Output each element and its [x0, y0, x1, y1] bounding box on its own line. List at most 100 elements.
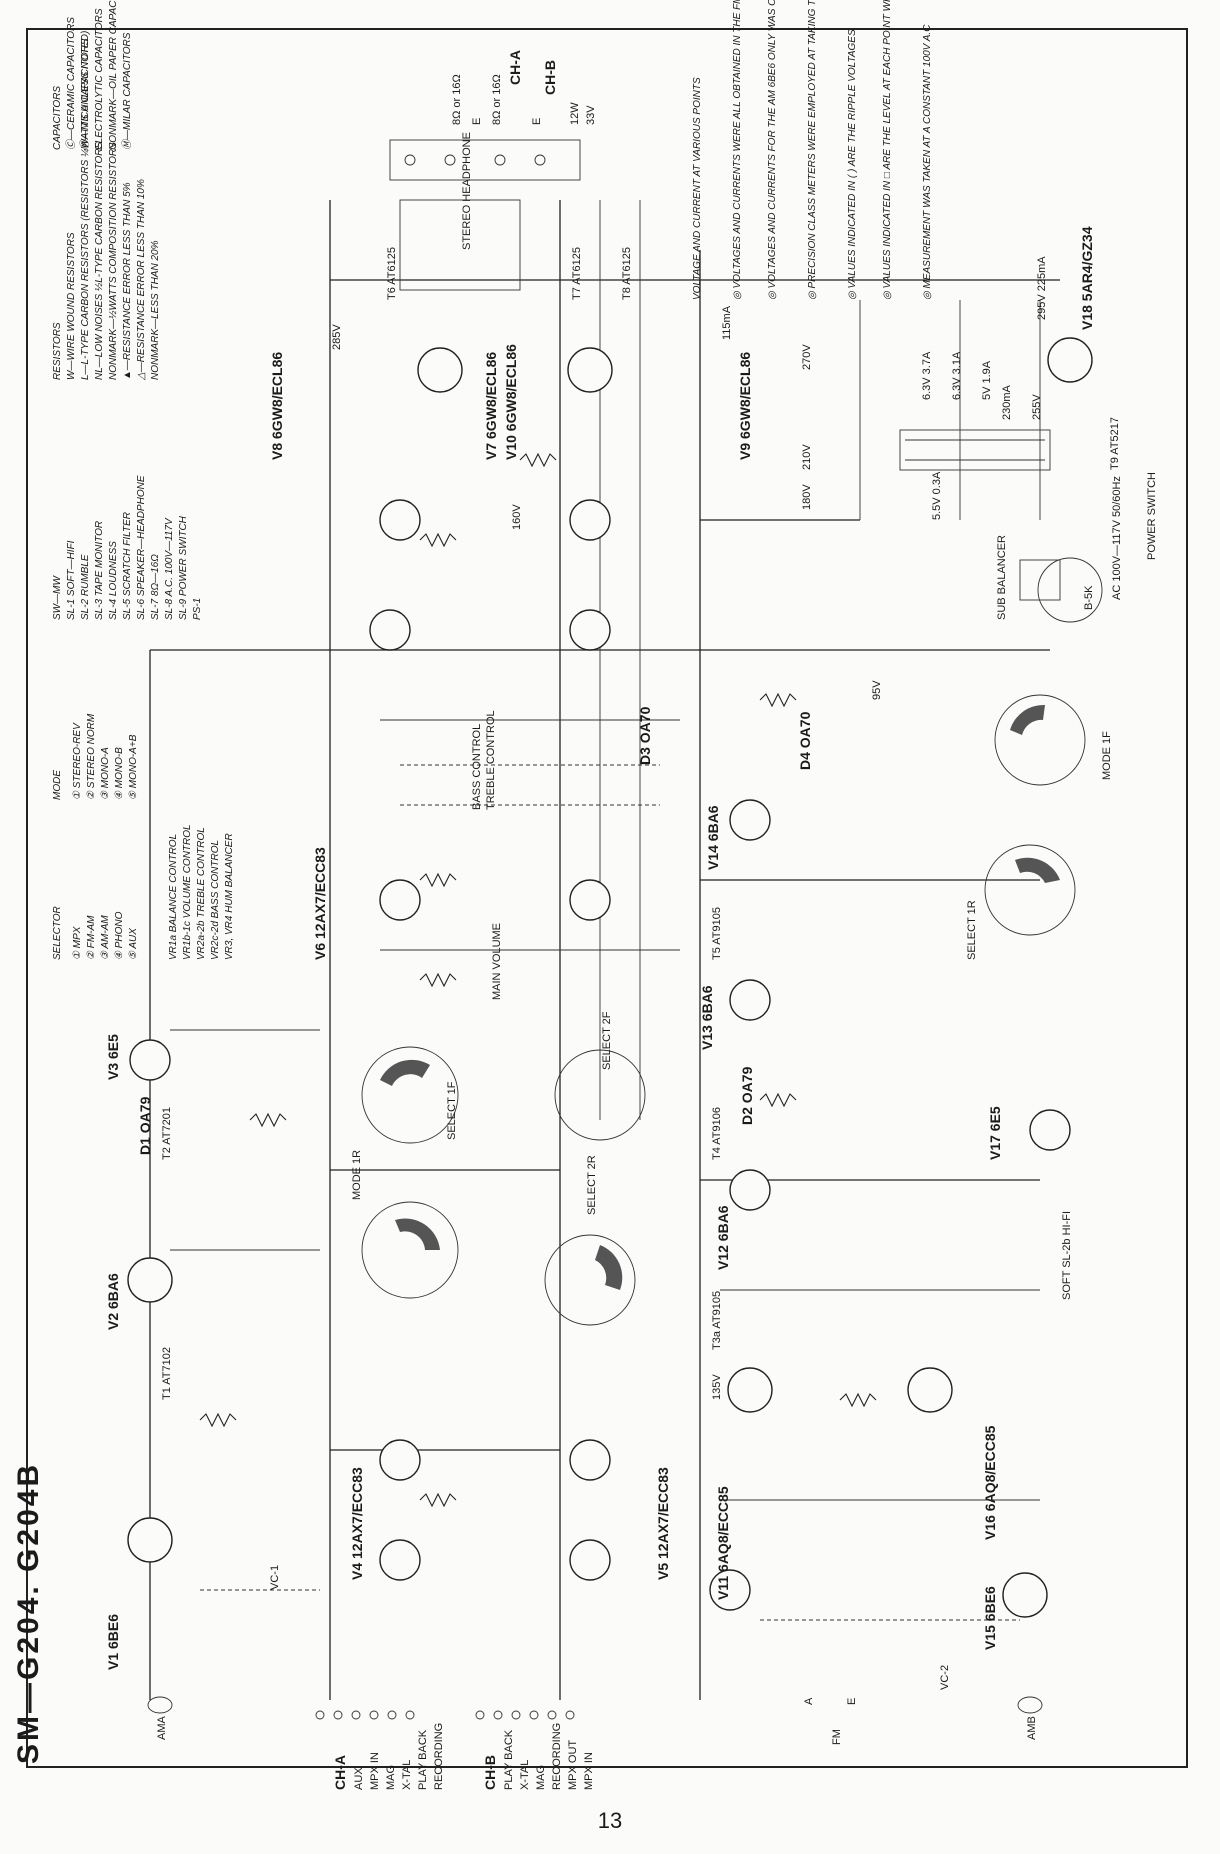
tube-v7b [569, 609, 611, 651]
tube-v4b [379, 1539, 421, 1581]
transformer-t4: T4 AT9106 [711, 1107, 723, 1160]
output-term-3: 8Ω or 16Ω [491, 74, 503, 125]
label-v5: V5 12AX7/ECC83 [655, 1467, 671, 1580]
label-d4: D4 OA70 [797, 711, 813, 770]
legend-cap-6: Ⓜ—MILAR CAPACITORS [121, 32, 133, 150]
page-number: 13 [597, 1808, 623, 1833]
legend-sw-9: SL-8 A.C. 100V—117V [164, 517, 175, 620]
bus-wires [149, 200, 1060, 1700]
schematic-frame [26, 28, 1188, 1768]
tube-v7a [369, 609, 411, 651]
output-ch-b: CH-B [542, 60, 558, 95]
legend-cap-2: Ⓒ—CERAMIC CAPACITORS [65, 17, 77, 150]
legend-cap-3: Ⓜ—MICA CAPACITORS [79, 38, 91, 150]
transformer-t9: T9 AT5217 [1109, 417, 1121, 470]
control-main-volume: MAIN VOLUME [491, 923, 503, 1000]
output-terminal-block [389, 139, 581, 291]
legend-sw-5: SL-4 LOUDNESS [108, 541, 119, 620]
legend-selector-title: SELECTOR [52, 906, 63, 960]
switch-select-2f: SELECT 2F [601, 1011, 613, 1070]
legend-mode-3: ③ MONO-A [100, 747, 111, 800]
legend-sw-11: PS-1 [192, 598, 203, 620]
tube-v11 [727, 1367, 773, 1413]
switch-select-1f: SELECT 1F [446, 1081, 458, 1140]
antenna-ama: AMA [156, 1716, 168, 1741]
legend-sw-7: SL-6 SPEAKER—HEADPHONE [136, 475, 147, 620]
tube-v18 [1047, 337, 1093, 383]
note-3: ◎ VOLTAGES AND CURRENTS FOR THE AM 6BE6 … [767, 0, 778, 300]
power-voltage-6: 135V [711, 1374, 723, 1400]
transformer-t1: T1 AT7102 [161, 1347, 173, 1400]
legend-selector-4: ④ PHONO [114, 911, 125, 960]
switch-sub-balancer: SUB BALANCER [996, 535, 1008, 620]
tube-v16 [907, 1367, 953, 1413]
legend-switch-list: SW—MW SL-1 SOFT—HIFI SL-2 RUMBLE SL-3 TA… [52, 475, 203, 620]
legend-selector-2: ② FM-AM [86, 915, 97, 960]
input-b-mpxout: MPX OUT [567, 1740, 579, 1790]
output-term-1: 8Ω or 16Ω [451, 74, 463, 125]
control-bass: BASS CONTROL [471, 724, 483, 810]
label-v9: V9 6GW8/ECL86 [737, 352, 753, 460]
input-a-xtal: X-TAL [401, 1760, 413, 1790]
measurement-notes: VOLTAGE AND CURRENT AT VARIOUS POINTS ◎ … [692, 0, 933, 300]
legend-mode-title: MODE [52, 770, 63, 800]
tube-v13 [729, 979, 771, 1021]
power-current: 115mA [721, 305, 733, 340]
legend-res-1: RESISTORS [52, 322, 63, 380]
tube-v17 [1029, 1109, 1071, 1151]
legend-res-3: L—L-TYPE CARBON RESISTORS (RESISTORS ¼WA… [79, 31, 91, 380]
tube-v14 [729, 799, 771, 841]
tube-v-rf [709, 1569, 751, 1611]
input-a-mag: MAG [385, 1765, 397, 1790]
label-v15: V15 6BE6 [982, 1586, 998, 1650]
transformer-t3a: T3a AT9105 [711, 1291, 723, 1350]
input-b-xtal: X-TAL [519, 1760, 531, 1790]
note-6: ◎ VALUES INDICATED IN □ ARE THE LEVEL AT… [882, 0, 893, 300]
legend-res-8: NONMARK—LESS THAN 20% [150, 240, 161, 380]
label-v18: V18 5AR4/GZ34 [1079, 226, 1095, 330]
switch-soft-hifi: SOFT SL-2b HI-FI [1061, 1211, 1073, 1300]
control-treble: TREBLE CONTROL [485, 710, 497, 810]
ch-b-input-title: CH-B [482, 1755, 498, 1790]
legend-vr-3: VR2a-2b TREBLE CONTROL [196, 827, 207, 960]
output-power-2: 33V [585, 105, 597, 125]
input-a-recording: RECORDING [433, 1723, 445, 1790]
power-voltage-2: 270V [801, 344, 813, 370]
label-v2: V2 6BA6 [105, 1273, 121, 1330]
heater-3: 5V 1.9A [981, 360, 993, 400]
power-rectifier-out: 295V 225mA [1036, 256, 1048, 320]
legend-resistors: RESISTORS W—WIRE WOUND RESISTORS L—L-TYP… [52, 31, 161, 381]
label-v12: V12 6BA6 [715, 1205, 731, 1270]
resistors [199, 452, 877, 1508]
legend-selector-1: ① MPX [72, 926, 83, 960]
label-v3: V3 6E5 [105, 1034, 121, 1080]
legend-sw-6: SL-5 SCRATCH FILTER [122, 512, 133, 620]
power-voltage-5: 160V [511, 504, 523, 530]
legend-capacitors: CAPACITORS Ⓒ—CERAMIC CAPACITORS Ⓜ—MICA C… [52, 0, 133, 150]
legend-res-2: W—WIRE WOUND RESISTORS [66, 232, 77, 380]
switch-power: POWER SWITCH [1146, 472, 1158, 560]
output-term-2: E [471, 118, 483, 125]
legend-sw-3: SL-2 RUMBLE [80, 554, 91, 620]
switch-mode-1f: MODE 1F [1101, 731, 1113, 780]
tube-v6b [569, 879, 611, 921]
tube-v3 [129, 1039, 171, 1081]
legend-cap-4: ELECTROLYTIC CAPACITORS [94, 8, 105, 150]
transformer-t5: T5 AT9105 [711, 907, 723, 960]
label-v4: V4 12AX7/ECC83 [349, 1467, 365, 1580]
switch-vc1: VC-1 [269, 1565, 281, 1590]
output-power: 12W [569, 102, 581, 125]
legend-vr-5: VR3, VR4 HUM BALANCER [224, 833, 235, 960]
control-headphone: STEREO HEADPHONE [461, 132, 473, 250]
switch-sub-balancer-value: B-5K [1083, 585, 1095, 610]
legend-sw-8: SL-7 8Ω—16Ω [150, 554, 161, 620]
tube-v9 [567, 347, 613, 393]
legend-res-5: NONMARK—½WATTS COMPOSITION RESISTORS [108, 142, 119, 380]
transformer-t2: T2 AT7201 [161, 1107, 173, 1160]
input-labels: CH-A AUX MPX IN MAG X-TAL PLAY BACK RECO… [156, 1697, 1038, 1790]
label-v7: V7 6GW8/ECL86 [483, 352, 499, 460]
switch-mode-1r: MODE 1R [351, 1150, 363, 1200]
control-labels: BASS CONTROL TREBLE CONTROL MAIN VOLUME … [461, 132, 503, 1000]
heater-4: 5.5V 0.3A [931, 471, 943, 520]
